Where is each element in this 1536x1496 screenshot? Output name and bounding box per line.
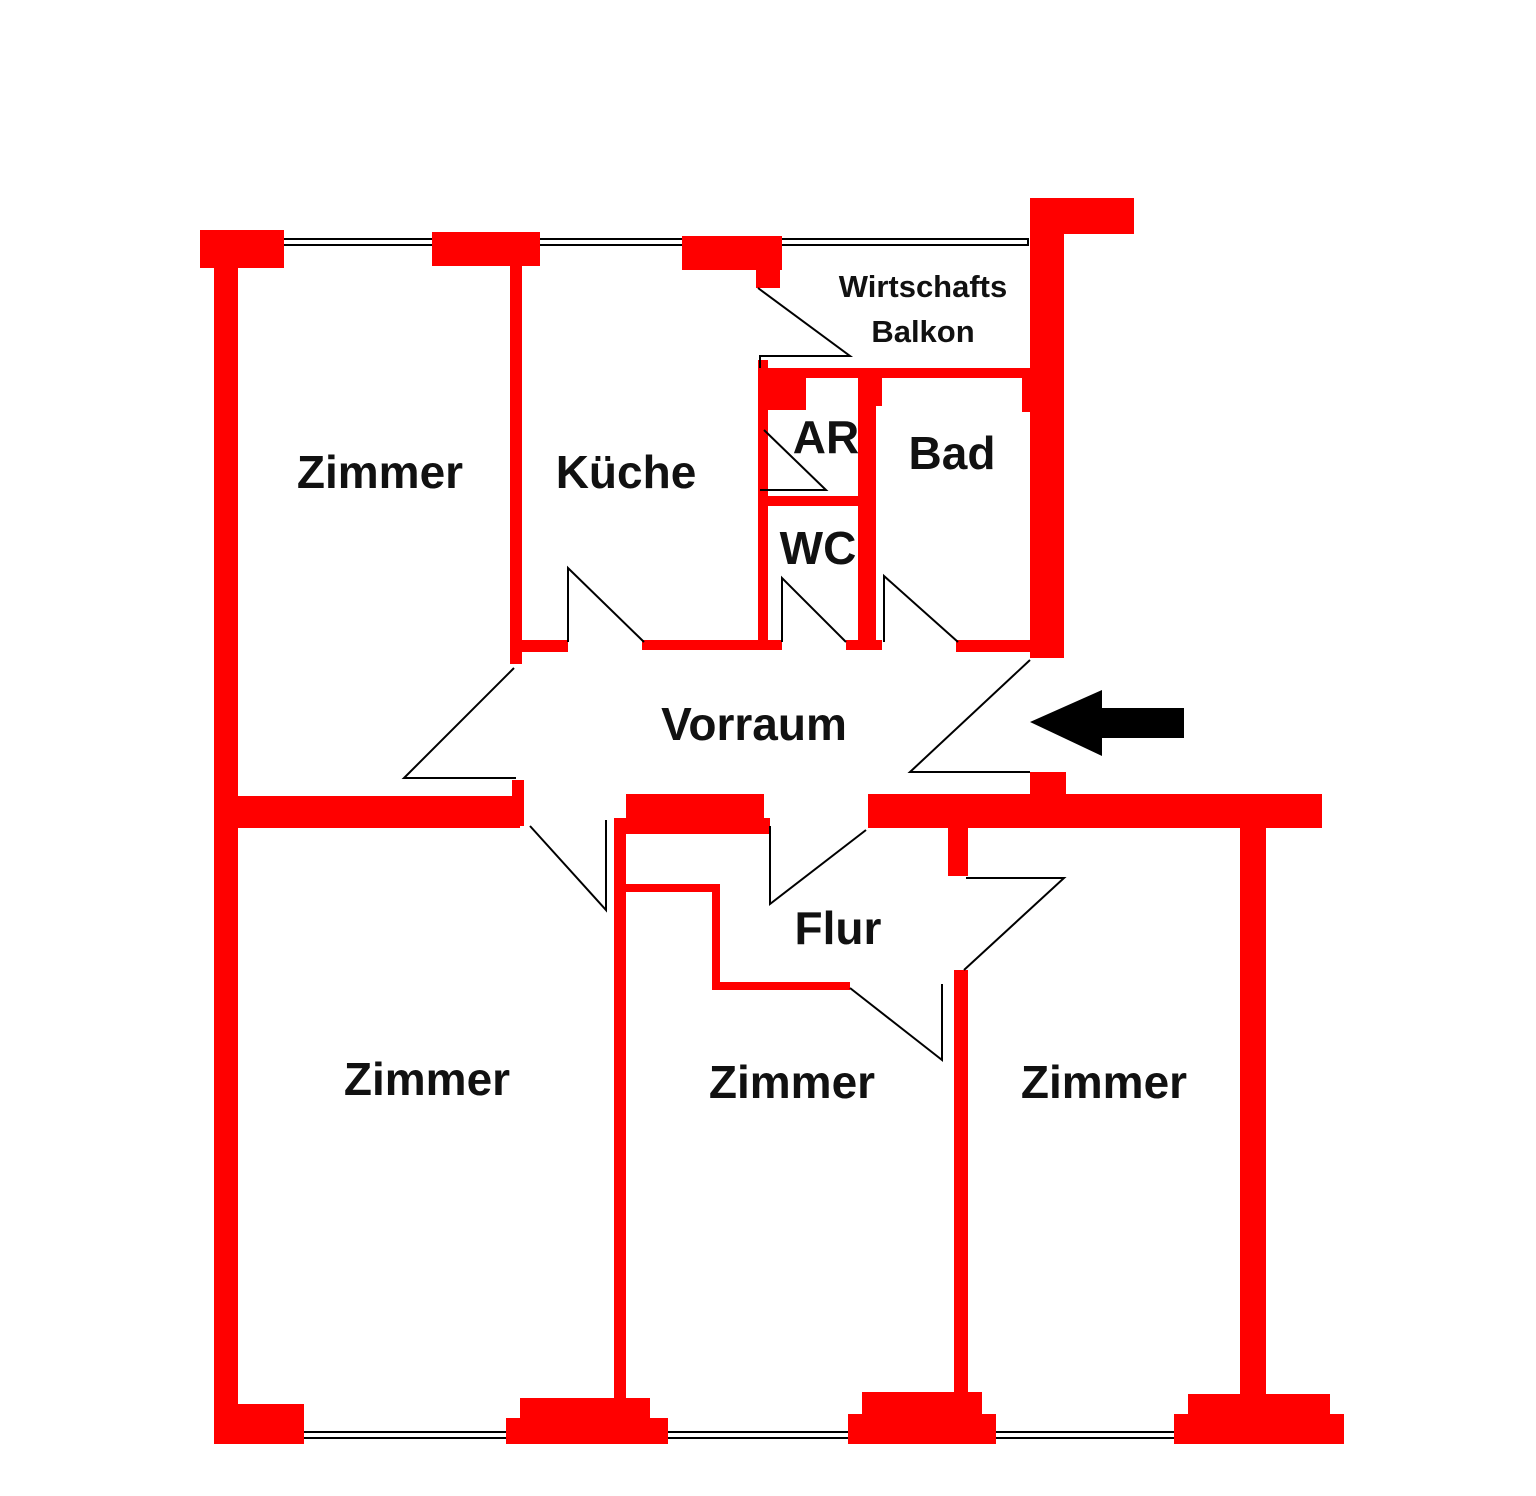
wall-top-pillar-3 [682,236,782,270]
label-balkon: Balkon [871,314,974,349]
wall-bottom-pillar-3 [848,1414,996,1444]
label-flur: Flur [795,902,882,954]
wall-zimmer-middle-right-stub [948,826,968,876]
door-ar [760,429,829,491]
door-zimmer-bottom-middle [849,984,943,1063]
wall-bottom-pillar-3-top [862,1392,982,1416]
label-zimmer-bottom-middle: Zimmer [709,1056,875,1108]
door-bad [883,573,959,643]
wall-ar-wc [764,496,864,506]
label-vorraum: Vorraum [661,698,847,750]
wall-top-stub-3 [756,266,780,288]
entrance-arrow-icon [1030,690,1184,756]
wall-outer-left [214,262,238,1444]
wall-middle-left-stub [512,780,524,826]
wall-bad-top-block [860,372,882,406]
wall-bottom-pillar-4 [1174,1414,1344,1444]
wall-top-pillar-2 [432,232,540,266]
wall-flur-vertical [712,884,720,990]
door-kueche [567,565,645,643]
door-wc [781,575,847,643]
wall-middle-right-stub [1030,772,1066,796]
room-labels: Zimmer Küche Wirtschafts Balkon AR Bad W… [297,269,1187,1108]
walls [200,198,1344,1444]
door-wirtschaftsbalkon [757,287,854,368]
window-bottom-2 [663,1431,853,1439]
door-entrance [907,659,1031,773]
label-wirtschafts: Wirtschafts [839,269,1008,304]
wall-flur-top [620,884,720,892]
wall-bottom-pillar-2 [506,1418,668,1444]
label-zimmer-top-left: Zimmer [297,446,463,498]
wall-kueche-bottom-2 [642,640,782,650]
wall-right-upper [1030,198,1064,658]
wall-bottom-pillar-1 [214,1404,304,1444]
door-flur [769,826,867,907]
label-zimmer-bottom-right: Zimmer [1021,1056,1187,1108]
wall-bottom-pillar-2-top [520,1398,650,1420]
wall-bad-right-block [1022,372,1034,412]
window-bottom-1 [301,1431,509,1439]
label-wc: WC [780,522,857,574]
label-kueche: Küche [556,446,697,498]
wall-top-pillar-1 [200,230,284,268]
window-top-1 [281,238,435,246]
window-top-3 [779,238,1029,246]
wall-middle-left [214,796,520,828]
wall-bad-left [866,372,876,650]
wall-flur-bottom [712,982,850,990]
label-zimmer-bottom-left: Zimmer [344,1053,510,1105]
door-zimmer-bottom-right [963,877,1067,971]
door-zimmer-bottom-left [529,820,607,913]
wall-zimmer-left-middle [614,828,626,1408]
wall-wc-bottom [846,640,882,650]
wall-middle-pillar-base [614,818,770,834]
doors [401,287,1067,1063]
door-zimmer-top-left [401,667,516,779]
label-bad: Bad [909,427,996,479]
window-top-2 [537,238,685,246]
wall-bottom-pillar-4-top [1188,1394,1330,1416]
window-bottom-3 [993,1431,1177,1439]
wall-wc-right [858,372,868,650]
wall-zimmer-kueche [510,264,522,664]
wall-kueche-bottom-1 [510,640,568,652]
wall-outer-right-lower [1240,810,1266,1410]
wall-zimmer-middle-right [954,970,968,1410]
wall-bad-bottom [956,640,1032,652]
label-ar: AR [793,411,859,463]
wall-wb-bad-top [760,368,1032,378]
wall-kueche-ar-wc [758,360,768,650]
